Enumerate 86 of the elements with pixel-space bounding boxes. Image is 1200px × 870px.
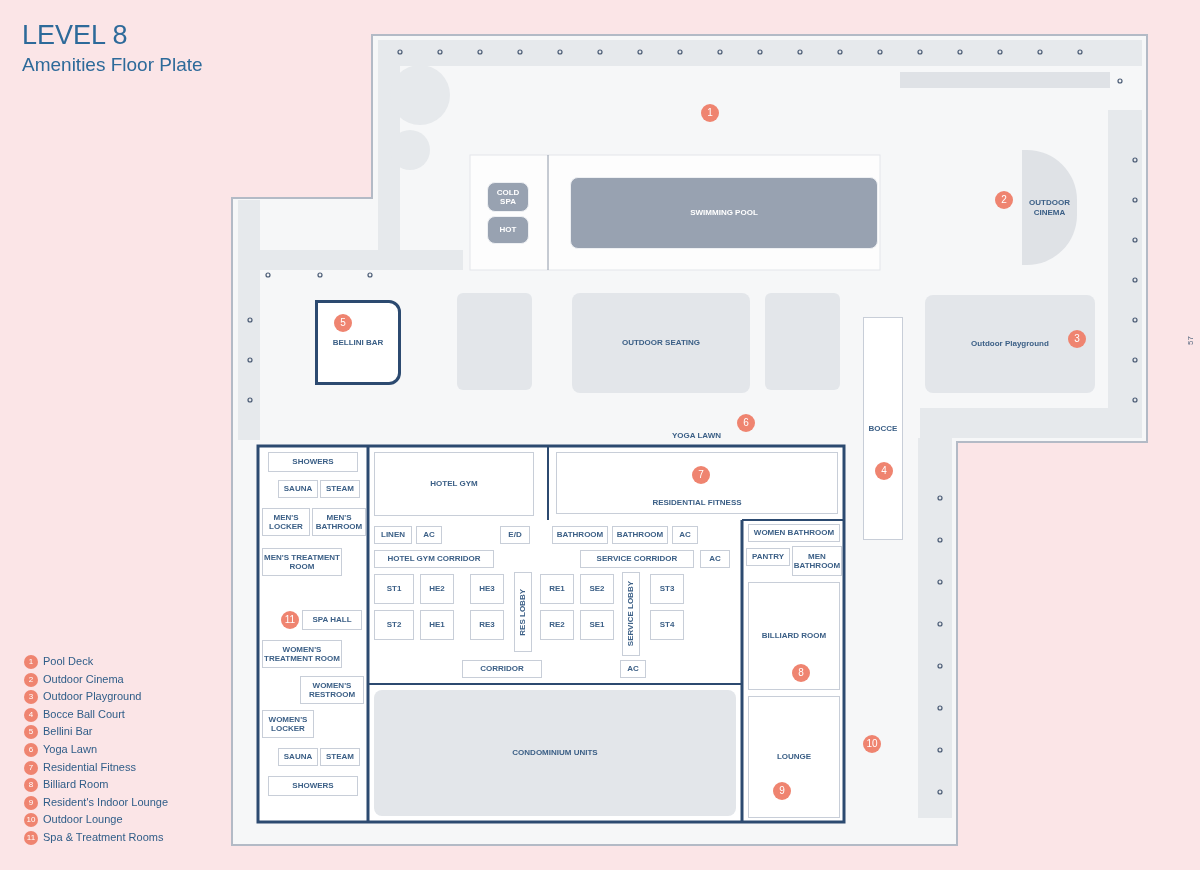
callout-number: 5 — [27, 726, 35, 739]
callout-number: 2 — [27, 673, 35, 686]
area-label: Outdoor Playground — [971, 339, 1049, 349]
room-label: SE2 — [589, 584, 605, 594]
room-label: BOCCE — [868, 423, 898, 434]
subtitle: Amenities Floor Plate — [22, 54, 203, 76]
room-label: BATHROOM — [556, 530, 604, 540]
legend-label: Outdoor Lounge — [43, 813, 123, 826]
callout-number: 10 — [25, 814, 37, 827]
area-label: YOGA LAWN — [672, 431, 722, 440]
callout-number: 1 — [27, 656, 35, 668]
room-label: AC — [423, 530, 435, 540]
room-label: SERVICE CORRIDOR — [596, 554, 678, 564]
callout-number: 11 — [25, 832, 37, 844]
callout-number: 9 — [773, 782, 791, 800]
callout-number: 4 — [875, 462, 893, 480]
legend-label: Bocce Ball Court — [43, 707, 125, 720]
room-label: PANTRY — [752, 552, 784, 562]
room-label: SPA HALL — [312, 615, 352, 625]
room-label: CORRIDOR — [480, 664, 524, 674]
legend-label: Billiard Room — [43, 778, 109, 791]
room-label: BELLINI BAR — [332, 337, 384, 348]
area-label: COLD SPA — [495, 187, 521, 207]
room-label: LOUNGE — [776, 752, 812, 762]
room-label: HE1 — [429, 620, 445, 630]
callout-number: 5 — [334, 314, 352, 332]
room-label: RE2 — [549, 620, 565, 630]
callout-number: 7 — [27, 761, 35, 774]
legend-label: Pool Deck — [43, 655, 94, 667]
room-label: ST3 — [659, 584, 675, 594]
room-label: AC — [709, 554, 721, 564]
legend-label: Resident's Indoor Lounge — [43, 795, 169, 808]
room-label: ST4 — [659, 620, 675, 630]
area-label: HOT — [499, 225, 517, 235]
room-label: SAUNA — [283, 484, 313, 494]
room-label: SERVICE LOBBY — [626, 581, 636, 647]
room-label: MEN'S TREATMENT ROOM — [263, 552, 341, 572]
callout-number: 6 — [27, 744, 35, 756]
room-label: WOMEN'S LOCKER — [267, 714, 309, 734]
callout-number: 8 — [27, 779, 35, 792]
room-label: ST2 — [386, 620, 402, 630]
room-label: HOTEL GYM CORRIDOR — [387, 554, 481, 564]
room-label: SHOWERS — [292, 457, 334, 467]
callout-number: 9 — [27, 796, 35, 809]
callout-number: 3 — [1068, 330, 1086, 348]
room-label: RESIDENTIAL FITNESS — [652, 497, 742, 507]
room-label: MEN BATHROOM — [793, 551, 841, 571]
callout-number: 8 — [792, 664, 810, 682]
room-label: HE2 — [429, 584, 445, 594]
callout-number: 4 — [27, 708, 35, 721]
room-label: AC — [627, 664, 639, 674]
callout-number: 3 — [27, 691, 35, 704]
room-label: SE1 — [589, 620, 605, 630]
legend-label: Spa & Treatment Rooms — [43, 831, 164, 843]
room-label: ST1 — [386, 584, 402, 594]
room-label: WOMEN'S TREATMENT ROOM — [263, 644, 341, 664]
legend-label: Yoga Lawn — [43, 743, 98, 755]
legend-label: Outdoor Cinema — [43, 672, 124, 685]
room-label: MEN'S BATHROOM — [314, 512, 364, 532]
area-label: OUTDOOR CINEMA — [1028, 198, 1071, 217]
page-number: 57 — [1186, 336, 1195, 345]
room-label: MEN'S LOCKER — [268, 512, 304, 532]
room-label: RE1 — [549, 584, 565, 594]
room-label: STEAM — [326, 752, 354, 762]
room-label: WOMEN'S RESTROOM — [307, 680, 357, 700]
room-label: RE3 — [479, 620, 495, 630]
room-label: LINEN — [381, 530, 405, 540]
legend-label: Bellini Bar — [43, 725, 93, 738]
room-label: SHOWERS — [292, 781, 334, 791]
legend-label: Residential Fitness — [43, 760, 136, 773]
callout-number: 7 — [692, 466, 710, 484]
room-label: E/D — [508, 530, 522, 540]
room-label: RES LOBBY — [518, 588, 528, 636]
title: LEVEL 8 — [22, 20, 128, 51]
room-label: WOMEN BATHROOM — [753, 528, 835, 538]
room-label: SAUNA — [283, 752, 313, 762]
legend-label: Outdoor Playground — [43, 690, 142, 703]
room-label: BATHROOM — [616, 530, 664, 540]
room-label: HOTEL GYM — [430, 479, 478, 489]
area-label: SWIMMING POOL — [690, 208, 758, 218]
room-label: HE3 — [479, 584, 495, 594]
room-label: AC — [679, 530, 691, 540]
area-label: CONDOMINIUM UNITS — [512, 748, 598, 758]
area-label: OUTDOOR SEATING — [621, 338, 701, 348]
room-label: BILLIARD ROOM — [761, 631, 827, 641]
room-label: STEAM — [326, 484, 354, 494]
